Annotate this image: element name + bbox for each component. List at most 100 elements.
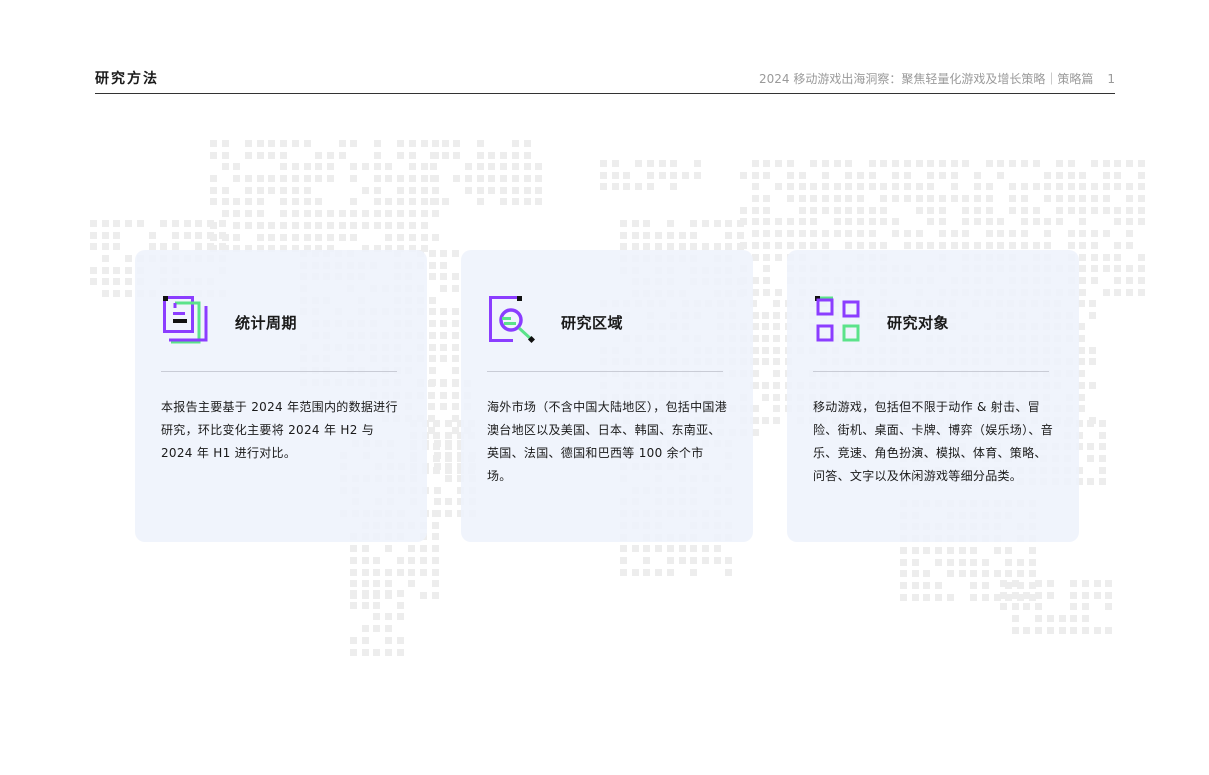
map-dot [822, 230, 829, 237]
map-dot [350, 198, 357, 205]
map-dot [1079, 207, 1086, 214]
map-dot [500, 198, 507, 205]
map-dot [113, 220, 120, 227]
map-dot [880, 242, 887, 249]
map-dot [304, 175, 311, 182]
map-dot [280, 152, 287, 159]
map-dot [1070, 603, 1077, 610]
map-dot [385, 210, 392, 217]
map-dot [452, 355, 459, 362]
map-dot [374, 222, 381, 229]
map-dot [350, 234, 357, 241]
map-dot [970, 582, 977, 589]
map-dot [397, 613, 404, 620]
map-dot [912, 570, 919, 577]
map-dot [912, 547, 919, 554]
map-dot [292, 234, 299, 241]
map-dot [432, 545, 439, 552]
map-dot [245, 198, 252, 205]
map-dot [799, 230, 806, 237]
map-dot [433, 467, 440, 474]
map-dot [362, 245, 369, 252]
map-dot [433, 420, 440, 427]
map-dot [1068, 160, 1075, 167]
map-dot [535, 187, 542, 194]
map-dot [1079, 265, 1086, 272]
map-dot [1005, 559, 1012, 566]
map-dot [667, 220, 674, 227]
map-dot [763, 172, 770, 179]
map-dot [834, 230, 841, 237]
map-dot [434, 498, 441, 505]
map-dot [432, 557, 439, 564]
map-dot [834, 195, 841, 202]
map-dot [362, 187, 369, 194]
map-dot [1021, 230, 1028, 237]
map-dot [959, 547, 966, 554]
map-dot [1078, 300, 1085, 307]
map-dot [1099, 420, 1106, 427]
map-dot [986, 218, 993, 225]
map-dot [373, 649, 380, 656]
map-dot [679, 557, 686, 564]
map-dot [1091, 277, 1098, 284]
map-dot [620, 545, 627, 552]
map-dot [1114, 172, 1121, 179]
map-dot [362, 222, 369, 229]
map-dot [912, 582, 919, 589]
map-dot [752, 230, 759, 237]
map-dot [445, 420, 452, 427]
map-dot [679, 232, 686, 239]
map-dot [292, 175, 299, 182]
map-dot [904, 195, 911, 202]
map-dot [763, 218, 770, 225]
map-dot [102, 278, 109, 285]
map-dot [350, 140, 357, 147]
map-dot [986, 160, 993, 167]
map-dot [762, 335, 769, 342]
map-dot [1021, 242, 1028, 249]
map-dot [524, 175, 531, 182]
map-dot [488, 175, 495, 182]
map-dot [773, 358, 780, 365]
map-dot [916, 160, 923, 167]
map-dot [647, 172, 654, 179]
map-dot [1059, 627, 1066, 634]
map-dot [373, 557, 380, 564]
map-dot [440, 380, 447, 387]
map-dot [397, 569, 404, 576]
map-dot [222, 198, 229, 205]
map-dot [374, 175, 381, 182]
map-dot [773, 300, 780, 307]
map-dot [655, 243, 662, 250]
map-dot [845, 242, 852, 249]
map-dot [1103, 160, 1110, 167]
map-dot [465, 187, 472, 194]
map-dot [752, 312, 759, 319]
map-dot [500, 187, 507, 194]
map-dot [1087, 455, 1094, 462]
map-dot [810, 195, 817, 202]
map-dot [385, 545, 392, 552]
map-dot [927, 195, 934, 202]
map-dot [962, 195, 969, 202]
map-dot [327, 175, 334, 182]
map-dot [892, 172, 899, 179]
map-dot [432, 140, 439, 147]
page-number: 1 [1107, 72, 1115, 86]
map-dot [362, 602, 369, 609]
map-dot [409, 210, 416, 217]
map-dot [1070, 580, 1077, 587]
map-dot [787, 230, 794, 237]
map-dot [1126, 207, 1133, 214]
map-dot [362, 637, 369, 644]
card-body: 海外市场（不含中国大陆地区），包括中国港澳台地区以及美国、日本、韩国、东南亚、英… [487, 400, 728, 483]
map-dot [635, 160, 642, 167]
map-dot [268, 140, 275, 147]
map-dot [440, 344, 447, 351]
map-dot [350, 557, 357, 564]
map-dot [385, 163, 392, 170]
map-dot [257, 187, 264, 194]
